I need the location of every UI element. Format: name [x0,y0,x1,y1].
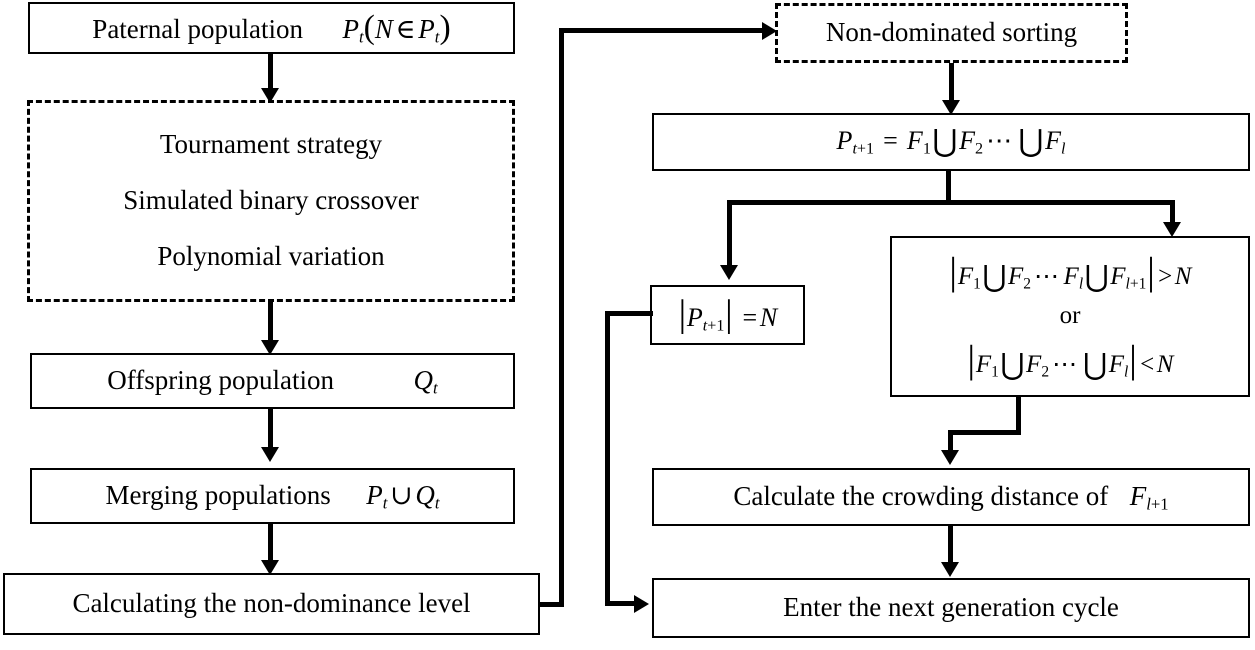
arrowhead-crowding-to-nextcycle [941,562,959,577]
node-union-fronts-label: Pt+1 = F1⋃F2⋯⋃Fl [836,124,1066,159]
node-paternal-population: Paternal population Pt(N∈Pt) [28,2,515,54]
node-offspring-population-label: Offspring population Qt [107,364,438,398]
arrowhead-paternal-to-operators [261,88,279,103]
arrowhead-sizeeq-to-nextcycle [634,595,649,613]
node-offspring-population: Offspring population Qt [30,353,515,409]
edge-sizeeq-to-nextcycle-seg2 [605,311,610,606]
arrowhead-nondominance-to-sorting [762,22,777,40]
edge-merging-to-nondominance [268,524,273,568]
node-enter-next-generation-cycle-label: Enter the next generation cycle [783,592,1119,623]
edge-offspring-to-merging [268,409,273,453]
edge-crowding-to-nextcycle [948,526,953,568]
edge-union-split-stem [946,171,951,204]
edge-union-to-sizeeq [727,200,732,268]
node-union-fronts: Pt+1 = F1⋃F2⋯⋃Fl [652,113,1250,171]
edge-sorting-to-union [949,63,954,107]
edge-sizeeq-to-nextcycle-seg1 [605,311,653,316]
node-crowding-distance-label: Calculate the crowding distance of Fl+1 [733,480,1169,514]
node-enter-next-generation-cycle: Enter the next generation cycle [652,578,1250,638]
node-merging-populations-label: Merging populations Pt∪Qt [105,479,440,513]
edge-operators-to-offspring [268,302,273,346]
condition-line-1: |F1⋃F2⋯Fl⋃Fl+1|>N [949,249,1192,293]
edge-nondominance-to-sorting-seg1 [538,602,564,607]
node-front-size-condition: |F1⋃F2⋯Fl⋃Fl+1|>N or |F1⋃F2⋯⋃Fl|<N [890,236,1250,397]
arrowhead-union-to-sizeeq [720,265,738,280]
edge-condition-to-crowding-seg1 [1016,397,1021,435]
edge-paternal-to-operators [268,54,273,92]
operator-line-3: Polynomial variation [157,241,385,272]
edge-union-to-condition [1170,200,1175,228]
node-non-dominated-sorting: Non-dominated sorting [775,3,1128,63]
node-calculating-non-dominance-level: Calculating the non-dominance level [3,573,540,635]
node-paternal-population-label: Paternal population Pt(N∈Pt) [92,8,451,47]
condition-connector: or [1059,302,1081,330]
condition-line-2: |F1⋃F2⋯⋃Fl|<N [967,338,1174,382]
operator-line-1: Tournament strategy [159,129,383,160]
arrowhead-sorting-to-union [942,100,960,115]
operator-line-2: Simulated binary crossover [123,185,419,216]
arrowhead-condition-to-crowding [941,450,959,465]
edge-union-split-bar [727,200,1175,205]
edge-nondominance-to-sorting-seg3 [559,28,770,33]
arrowhead-operators-to-offspring [261,340,279,355]
edge-nondominance-to-sorting-seg2 [559,28,564,607]
arrowhead-merging-to-nondominance [261,560,279,575]
node-genetic-operators: Tournament strategy Simulated binary cro… [27,100,515,302]
arrowhead-offspring-to-merging [261,447,279,462]
node-crowding-distance: Calculate the crowding distance of Fl+1 [652,468,1250,526]
node-merging-populations: Merging populations Pt∪Qt [30,468,515,524]
edge-sizeeq-to-nextcycle-seg3 [605,601,638,606]
node-population-size-equals-n: |Pt+1| =N [650,285,805,345]
node-calculating-non-dominance-level-label: Calculating the non-dominance level [72,588,471,619]
node-population-size-equals-n-label: |Pt+1| =N [678,293,778,336]
edge-condition-to-crowding-seg3 [948,430,953,454]
edge-condition-to-crowding-seg2 [948,430,1021,435]
node-non-dominated-sorting-label: Non-dominated sorting [825,17,1078,48]
arrowhead-union-to-condition [1163,222,1181,237]
